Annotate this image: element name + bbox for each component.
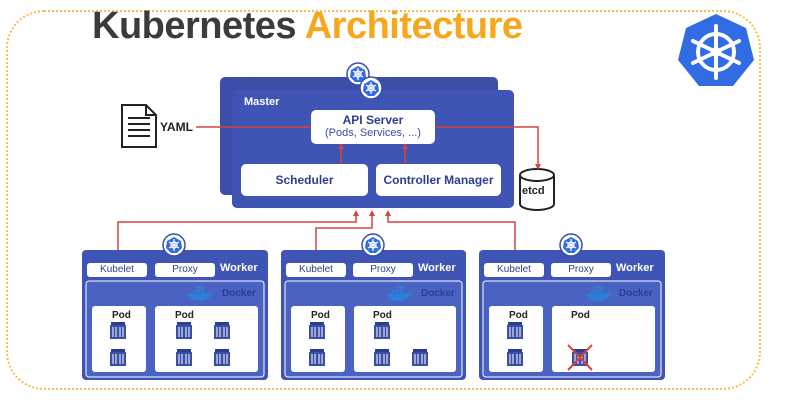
worker-1-docker-label: Docker: [222, 288, 256, 299]
kubernetes-logo-icon: [678, 14, 754, 86]
arrowheads: [338, 143, 541, 216]
worker-1-helm-icon: [162, 233, 186, 257]
connector-lines: [117, 126, 539, 264]
worker-3-kubelet: Kubelet: [484, 263, 544, 277]
worker-1-pod-2: [155, 306, 258, 372]
page-title: Kubernetes Architecture: [92, 5, 523, 48]
title-word-kubernetes: Kubernetes: [92, 5, 297, 47]
dotted-frame: [6, 10, 761, 390]
worker-1-pod-1-label: Pod: [112, 310, 131, 321]
api-server-box: API Server (Pods, Services, ...): [311, 110, 435, 144]
api-server-title: API Server: [342, 113, 404, 127]
worker-2-pod-2: [354, 306, 456, 372]
worker-2-kubelet: Kubelet: [286, 263, 346, 277]
master-label: Master: [244, 96, 280, 108]
worker-3-label: Worker: [616, 262, 654, 274]
worker-3-pod-2-label: Pod: [571, 310, 590, 321]
worker-2-docker-label: Docker: [421, 288, 455, 299]
scheduler-box: Scheduler: [241, 164, 368, 196]
worker-3-pod-2: [552, 306, 655, 372]
worker-3-helm-icon: [559, 233, 583, 257]
worker-2-label: Worker: [418, 262, 456, 274]
etcd-database-icon: [519, 168, 555, 211]
controller-manager-box: Controller Manager: [376, 164, 501, 196]
worker-1-pod-2-label: Pod: [175, 310, 194, 321]
worker-2-pod-2-label: Pod: [373, 310, 392, 321]
worker-1-kubelet: Kubelet: [87, 263, 147, 277]
worker-1-label: Worker: [220, 262, 258, 274]
worker-3-pod-1-label: Pod: [509, 310, 528, 321]
worker-3-proxy: Proxy: [551, 263, 611, 277]
worker-2-helm-icon: [361, 233, 385, 257]
api-server-subtitle: (Pods, Services, ...): [325, 127, 421, 139]
worker-1-proxy: Proxy: [155, 263, 215, 277]
worker-2-proxy: Proxy: [353, 263, 413, 277]
worker-2-pod-1-label: Pod: [311, 310, 330, 321]
worker-3-docker-label: Docker: [619, 288, 653, 299]
etcd-label: etcd: [522, 185, 545, 197]
master-helm-icon-2: [359, 76, 383, 100]
title-word-architecture: Architecture: [304, 5, 523, 47]
yaml-document-icon: [121, 104, 157, 148]
yaml-label: YAML: [160, 120, 193, 134]
